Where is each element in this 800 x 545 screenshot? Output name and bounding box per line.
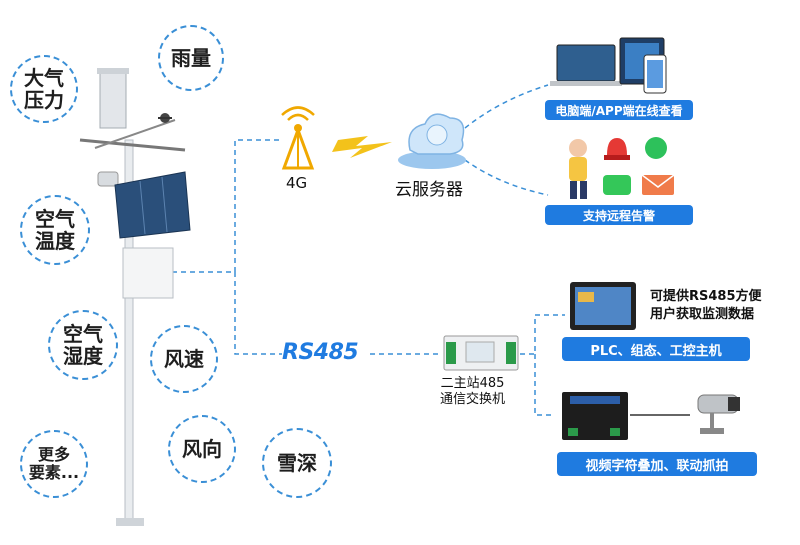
weather-station-icon <box>79 68 191 526</box>
bubble-snow-depth: 雪深 <box>262 428 332 498</box>
devices-icon <box>550 37 667 94</box>
link-pole-rs485 <box>234 272 282 355</box>
label-cloud-server: 云服务器 <box>395 180 463 200</box>
video-box-icon <box>562 392 628 440</box>
bubble-more-elements: 更多 要素... <box>20 430 88 498</box>
bubble-wind-speed: 风速 <box>150 325 218 393</box>
label-switch: 二主站485 通信交换机 <box>440 376 506 407</box>
lightning-icon <box>332 136 392 158</box>
bubble-air-humidity: 空气 湿度 <box>48 310 118 380</box>
bubble-air-temperature: 空气 温度 <box>20 195 90 265</box>
label-rs485: RS485 <box>282 340 359 365</box>
pill-video-overlay: 视频字符叠加、联动抓拍 <box>557 452 757 476</box>
connection-lines <box>172 84 565 416</box>
4g-tower-icon <box>281 106 315 170</box>
label-plc-description: 可提供RS485方便 用户获取监测数据 <box>650 289 762 322</box>
pill-online-view: 电脑端/APP端在线查看 <box>545 100 693 120</box>
bubble-rainfall: 雨量 <box>158 25 224 91</box>
alarm-icons <box>569 137 675 199</box>
pill-plc: PLC、组态、工控主机 <box>562 337 750 361</box>
cloud-server-icon <box>398 113 466 169</box>
link-pole-4g <box>172 139 280 273</box>
link-switch-plc <box>520 314 565 355</box>
bubble-wind-direction: 风向 <box>168 415 236 483</box>
switch-device-icon <box>443 335 519 371</box>
label-4g: 4G <box>286 174 308 192</box>
camera-icon <box>697 394 740 434</box>
pill-remote-alarm: 支持远程告警 <box>545 205 693 225</box>
link-switch-video <box>534 354 555 416</box>
link-cloud-alarm <box>464 159 549 196</box>
link-cloud-online <box>464 84 549 129</box>
plc-panel-icon <box>570 282 636 330</box>
bubble-atmospheric-pressure: 大气 压力 <box>10 55 78 123</box>
